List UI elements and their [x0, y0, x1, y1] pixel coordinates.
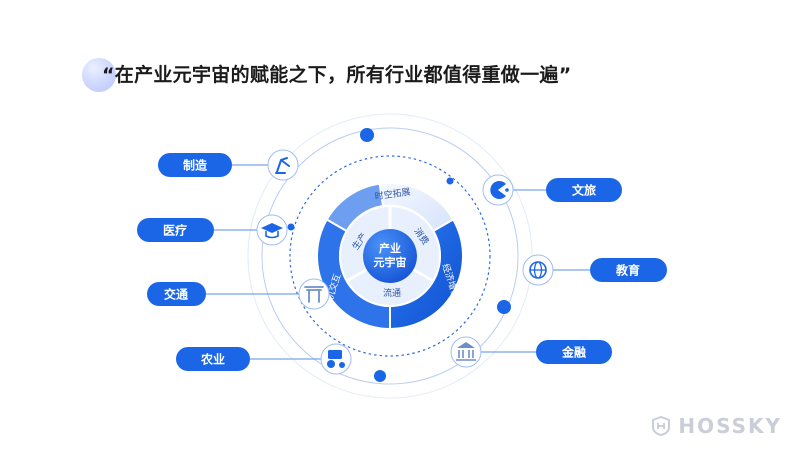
industry-label: 交通: [164, 287, 188, 302]
industry-label: 医疗: [163, 223, 187, 238]
outer-ring: [261, 127, 519, 385]
inner-label-circulation: 流通: [383, 287, 401, 299]
robot-arm-icon: [267, 149, 299, 181]
tractor-icon: [320, 343, 352, 375]
industry-label: 金融: [561, 345, 586, 360]
orbit-dot: [446, 177, 454, 185]
industry-label: 文旅: [572, 183, 596, 198]
hub-center-line1: 产业: [379, 241, 401, 255]
hub-center-line2: 元宇宙: [374, 255, 407, 269]
orbit-dot: [374, 370, 386, 382]
orbit-dot: [287, 223, 295, 231]
industry-pill-agriculture[interactable]: 农业: [176, 347, 250, 371]
connectors: [206, 164, 590, 360]
headline-area: “在产业元宇宙的赋能之下，所有行业都值得重做一遍”: [82, 50, 800, 92]
orbit-dot: [360, 128, 374, 142]
brand-logo-icon: [652, 415, 671, 437]
brand-watermark: HOSSKY: [650, 414, 782, 438]
industry-label: 教育: [615, 263, 640, 278]
pacman-icon: [482, 174, 514, 206]
hub-center: [363, 229, 417, 283]
dotted-ring: [289, 155, 491, 357]
industry-label: 制造: [183, 158, 208, 173]
industry-pill-education[interactable]: 教育: [590, 258, 667, 282]
industry-pill-finance[interactable]: 金融: [536, 340, 612, 364]
orbit-dot: [497, 300, 511, 314]
bank-icon: [450, 336, 482, 368]
industry-pill-culture-tourism[interactable]: 文旅: [546, 178, 622, 202]
industry-pill-manufacturing[interactable]: 制造: [158, 153, 232, 177]
globe-icon: [522, 254, 554, 286]
decorative-sphere: [82, 58, 116, 92]
industry-pill-medical[interactable]: 医疗: [137, 218, 214, 242]
industry-label: 农业: [200, 352, 225, 367]
industry-pill-transport[interactable]: 交通: [147, 282, 206, 306]
brand-watermark-text: HOSSKY: [678, 414, 782, 438]
page-title: “在产业元宇宙的赋能之下，所有行业都值得重做一遍”: [102, 64, 572, 86]
graduation-cap-icon: [256, 214, 288, 246]
gateway-icon: [298, 278, 330, 310]
